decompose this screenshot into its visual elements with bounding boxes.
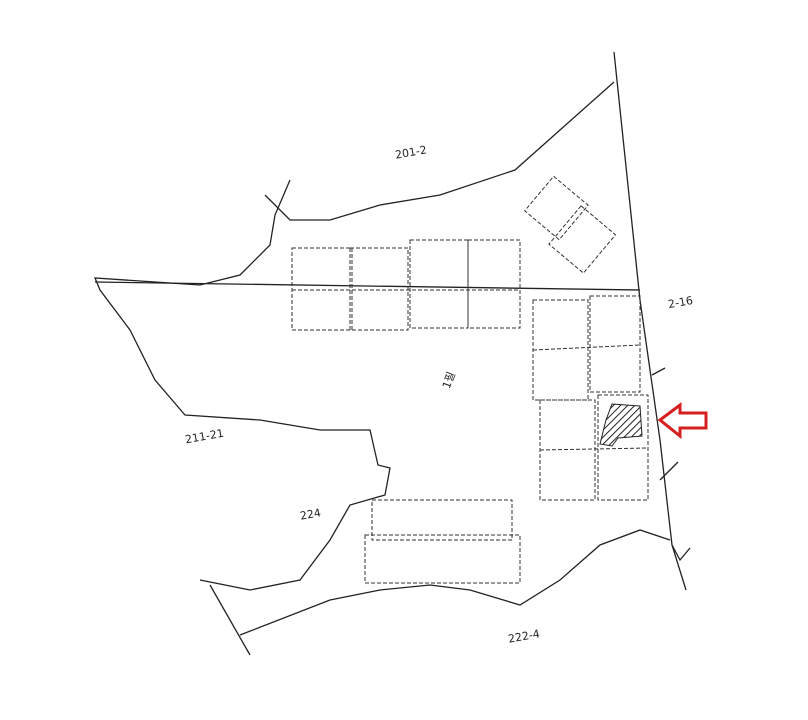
boundary-south — [209, 584, 251, 656]
boundary-west — [93, 179, 391, 591]
boundary-east-stub — [651, 367, 666, 376]
building-group-northeast — [524, 175, 617, 274]
road-boundary-line — [613, 51, 687, 591]
highlighted-parcel — [599, 403, 643, 447]
building-group-east — [532, 295, 649, 501]
building-group-north — [291, 239, 521, 331]
boundary-se — [671, 544, 691, 562]
left-arrow-icon — [657, 402, 708, 440]
building-group-south — [364, 499, 521, 584]
boundary-south-2 — [239, 529, 671, 636]
boundary-north — [264, 81, 615, 221]
parcel-line-211 — [94, 281, 641, 291]
boundary-east-stub-2 — [659, 461, 679, 481]
